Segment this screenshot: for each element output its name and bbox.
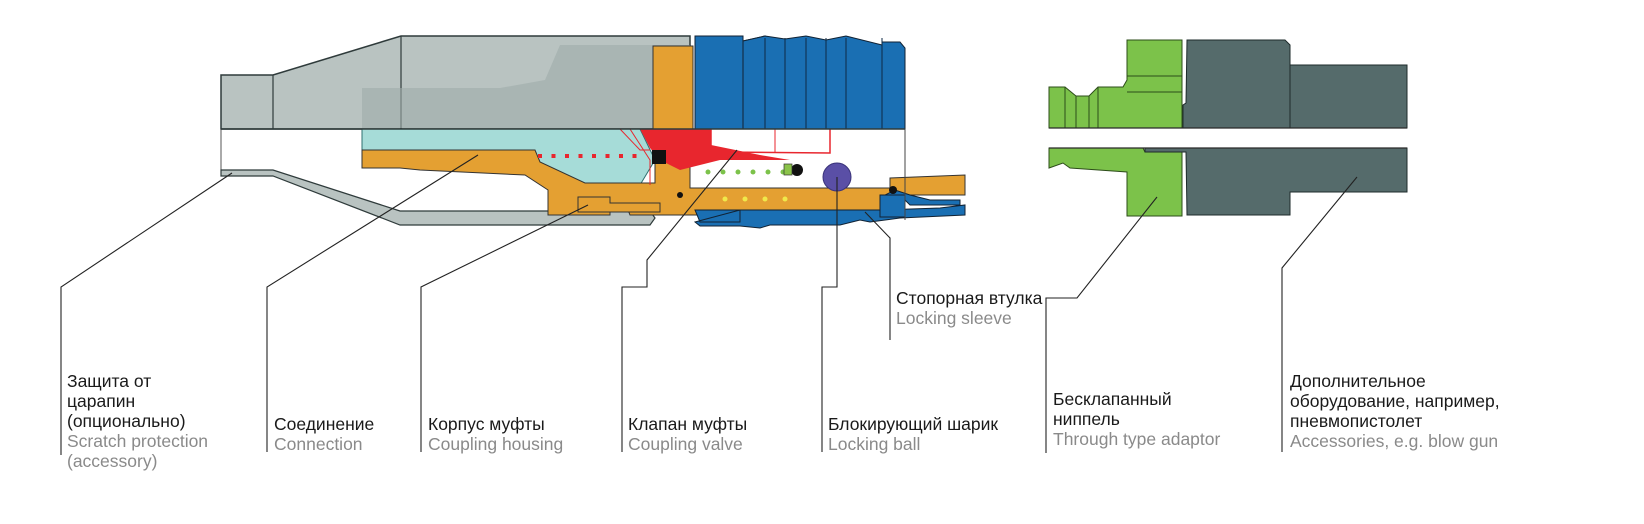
sleeve-front <box>879 194 906 218</box>
spring-dot <box>782 196 788 202</box>
sleeve-rib-lines <box>764 38 883 129</box>
valve-spring-yellow <box>722 196 788 202</box>
spring-dot <box>705 169 711 175</box>
leader-scratch-protection <box>60 172 233 455</box>
housing-collar <box>652 45 694 130</box>
label-en: Coupling housing <box>428 434 564 454</box>
label-en: Scratch protection (accessory) <box>67 431 209 471</box>
label-scratch-protection: Защита от царапин (опционально) Scratch … <box>67 371 208 471</box>
leader-connection <box>266 154 479 452</box>
valve-outline <box>710 129 831 154</box>
spring-dot <box>735 169 741 175</box>
spring-dot <box>762 196 768 202</box>
spring-stop <box>783 163 793 176</box>
leader-locking-sleeve <box>864 211 891 340</box>
leader-lines <box>60 149 1358 455</box>
spring-dot <box>538 154 542 158</box>
spring-dot <box>632 154 637 158</box>
label-connection: Соединение Connection <box>274 414 374 454</box>
label-ru: Клапан муфты <box>628 414 748 434</box>
label-locking-ball: Блокирующий шарик Locking ball <box>828 414 998 454</box>
spring-dot <box>551 154 556 158</box>
accessory-part <box>1144 39 1408 216</box>
label-en: Locking sleeve <box>896 308 1012 328</box>
accessory-bottom <box>1144 147 1408 216</box>
valve-inner-lines <box>619 128 651 185</box>
spring-dot <box>605 154 610 158</box>
spring-dot <box>750 169 756 175</box>
label-en: Locking ball <box>828 434 921 454</box>
label-en: Connection <box>274 434 363 454</box>
spring-dot <box>592 154 596 158</box>
label-en: Coupling valve <box>628 434 743 454</box>
spring-dot <box>742 196 748 202</box>
label-ru: Корпус муфты <box>428 414 545 434</box>
accessory-top <box>1182 39 1408 129</box>
label-ru: Защита от царапин (опционально) <box>67 371 186 431</box>
leader-through-adaptor <box>1045 196 1158 453</box>
label-ru: Соединение <box>274 414 375 434</box>
sleeve-ribs <box>742 35 906 130</box>
scratch-protection-bottom <box>220 169 656 226</box>
label-ru: Стопорная втулка <box>896 288 1043 308</box>
label-through-type-adaptor: Бесклапанный ниппель Through type adapto… <box>1053 389 1220 449</box>
leader-coupling-valve <box>621 149 738 452</box>
label-coupling-valve: Клапан муфты Coupling valve <box>628 414 747 454</box>
valve-seal <box>652 150 666 164</box>
adaptor-top <box>1048 39 1183 129</box>
housing-groove <box>577 196 661 213</box>
label-en: Accessories, e.g. blow gun <box>1290 431 1499 451</box>
label-accessories: Дополнительное оборудование, например, п… <box>1290 371 1500 451</box>
spring-dot <box>619 154 623 158</box>
locking-sleeve-part <box>693 35 966 229</box>
label-ru: Блокирующий шарик <box>828 414 999 434</box>
label-ru: Бесклапанный ниппель <box>1053 389 1172 429</box>
spring-dot <box>720 169 726 175</box>
label-coupling-housing: Корпус муфты Coupling housing <box>428 414 563 454</box>
scratch-protection-part <box>220 35 691 226</box>
through-type-adaptor-part <box>1048 39 1183 217</box>
label-ru: Дополнительное оборудование, например, п… <box>1290 371 1500 431</box>
valve-spring-red <box>538 154 637 158</box>
leader-coupling-housing <box>420 204 589 452</box>
spring-dot <box>765 169 771 175</box>
spring-dot <box>722 196 728 202</box>
spring-dot <box>578 154 583 158</box>
small-o-ring <box>677 192 683 198</box>
adaptor-bottom <box>1048 147 1183 217</box>
valve-body <box>640 129 790 170</box>
sleeve-o-ring <box>889 186 897 194</box>
scratch-protection-shade <box>362 45 690 128</box>
o-ring <box>791 164 803 176</box>
label-en: Through type adaptor <box>1053 429 1221 449</box>
leader-accessories <box>1281 176 1358 452</box>
label-locking-sleeve: Стопорная втулка Locking sleeve <box>896 288 1042 328</box>
leader-locking-ball <box>821 177 838 452</box>
spring-dot <box>565 154 569 158</box>
coupling-valve-part <box>619 128 831 185</box>
